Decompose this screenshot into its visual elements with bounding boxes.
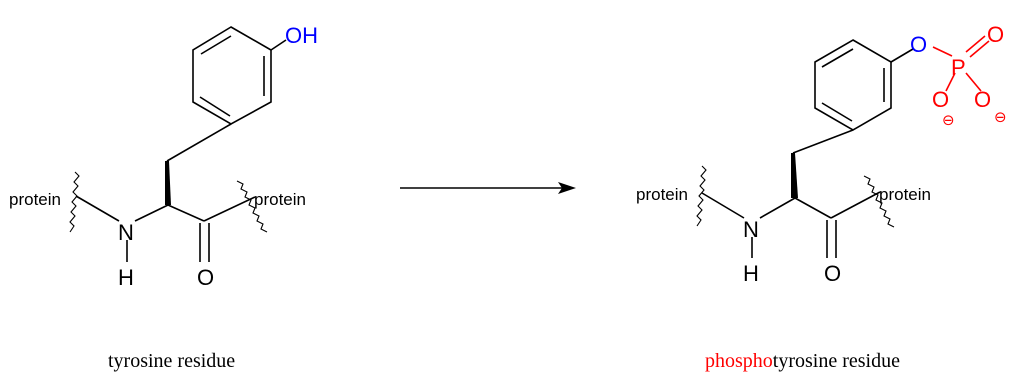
tyrosine-wavy-cut-left bbox=[69, 171, 80, 233]
phosphotyrosine-ring-ch2-bond bbox=[792, 129, 854, 154]
tyrosine-ring-double-bond-3 bbox=[199, 96, 231, 117]
phosphotyrosine-ring-double-bond-3 bbox=[821, 102, 853, 122]
tyrosine-calpha-carbonyl-bond bbox=[167, 204, 205, 222]
reaction-arrow bbox=[400, 182, 576, 194]
tyrosine-ring-ch2-bond bbox=[166, 123, 232, 162]
tyrosine-structure bbox=[69, 26, 287, 262]
negative-charge-icon: ⊖ bbox=[994, 109, 1007, 126]
tyrosine-n-calpha-bond bbox=[134, 204, 169, 222]
phosphotyrosine-ring-double-bond-1 bbox=[821, 48, 854, 68]
phosphate-anion-oxygen-2-label: O bbox=[974, 87, 991, 112]
negative-charge-icon: ⊖ bbox=[942, 112, 955, 129]
phosphotyrosine-calpha-carbonyl-bond bbox=[794, 197, 832, 219]
arrow-head bbox=[558, 182, 576, 194]
phosphate-oxo-oxygen-label: O bbox=[987, 22, 1004, 47]
tyrosine-stereo-wedge bbox=[165, 161, 171, 205]
p-oxo-double-bond-b bbox=[969, 40, 990, 58]
phosphotyrosine-nitrogen-label: N bbox=[743, 217, 759, 242]
tyrosine-carbonyl-oxygen-label: O bbox=[197, 265, 214, 290]
tyrosine-ring-double-bond-1 bbox=[200, 35, 232, 55]
phosphotyrosine-caption-prefix: phospho bbox=[705, 350, 773, 372]
tyrosine-caption: tyrosine residue bbox=[108, 350, 236, 372]
phosphate-bonds bbox=[932, 35, 990, 92]
tyrosine-protein-n-bond bbox=[75, 195, 120, 222]
phosphotyrosine-ester-oxygen-label: O bbox=[910, 32, 927, 57]
phosphotyrosine-c-o-bond bbox=[890, 48, 914, 63]
phosphotyrosine-stereo-wedge bbox=[791, 153, 798, 198]
phosphotyrosine-wavy-cut-right bbox=[863, 175, 895, 228]
p-o-anion-bond-2 bbox=[965, 72, 982, 92]
phosphotyrosine-protein-right-label: protein bbox=[879, 185, 931, 204]
phosphate-anion-oxygen-1-label: O bbox=[932, 87, 949, 112]
phosphotyrosine-n-calpha-bond bbox=[759, 197, 796, 219]
phosphotyrosine-carbonyl-oxygen-label: O bbox=[824, 261, 841, 286]
phosphotyrosine-protein-n-bond bbox=[701, 192, 745, 219]
phosphotyrosine-carbonyl-protein-bond bbox=[830, 191, 881, 219]
phosphotyrosine-caption-suffix: tyrosine residue bbox=[772, 350, 900, 372]
tyrosine-hydrogen-label: H bbox=[118, 265, 134, 290]
p-oxo-double-bond-a bbox=[965, 35, 986, 53]
tyrosine-nitrogen-label: N bbox=[118, 220, 134, 245]
phosphotyrosine-benzene-ring bbox=[814, 39, 892, 131]
phosphorus-label: P bbox=[951, 55, 966, 80]
ester-o-p-bond bbox=[932, 46, 953, 57]
phosphotyrosine-structure bbox=[696, 39, 914, 258]
phosphotyrosine-wavy-cut-left bbox=[696, 165, 707, 227]
tyrosine-protein-left-label: protein bbox=[9, 190, 61, 209]
tyrosine-wavy-cut-right bbox=[236, 180, 268, 233]
tyrosine-benzene-ring bbox=[192, 26, 272, 125]
p-o-anion-bond-1 bbox=[945, 72, 956, 92]
tyrosine-carbonyl-protein-bond bbox=[203, 196, 256, 222]
tyrosine-protein-right-label: protein bbox=[254, 190, 306, 209]
tyrosine-c-o-bond bbox=[270, 39, 287, 51]
phosphotyrosine-protein-left-label: protein bbox=[636, 185, 688, 204]
phosphotyrosine-caption: phosphotyrosine residue bbox=[705, 350, 900, 373]
phosphotyrosine-hydrogen-label: H bbox=[743, 261, 759, 286]
tyrosine-hydroxyl-label: OH bbox=[285, 23, 318, 48]
